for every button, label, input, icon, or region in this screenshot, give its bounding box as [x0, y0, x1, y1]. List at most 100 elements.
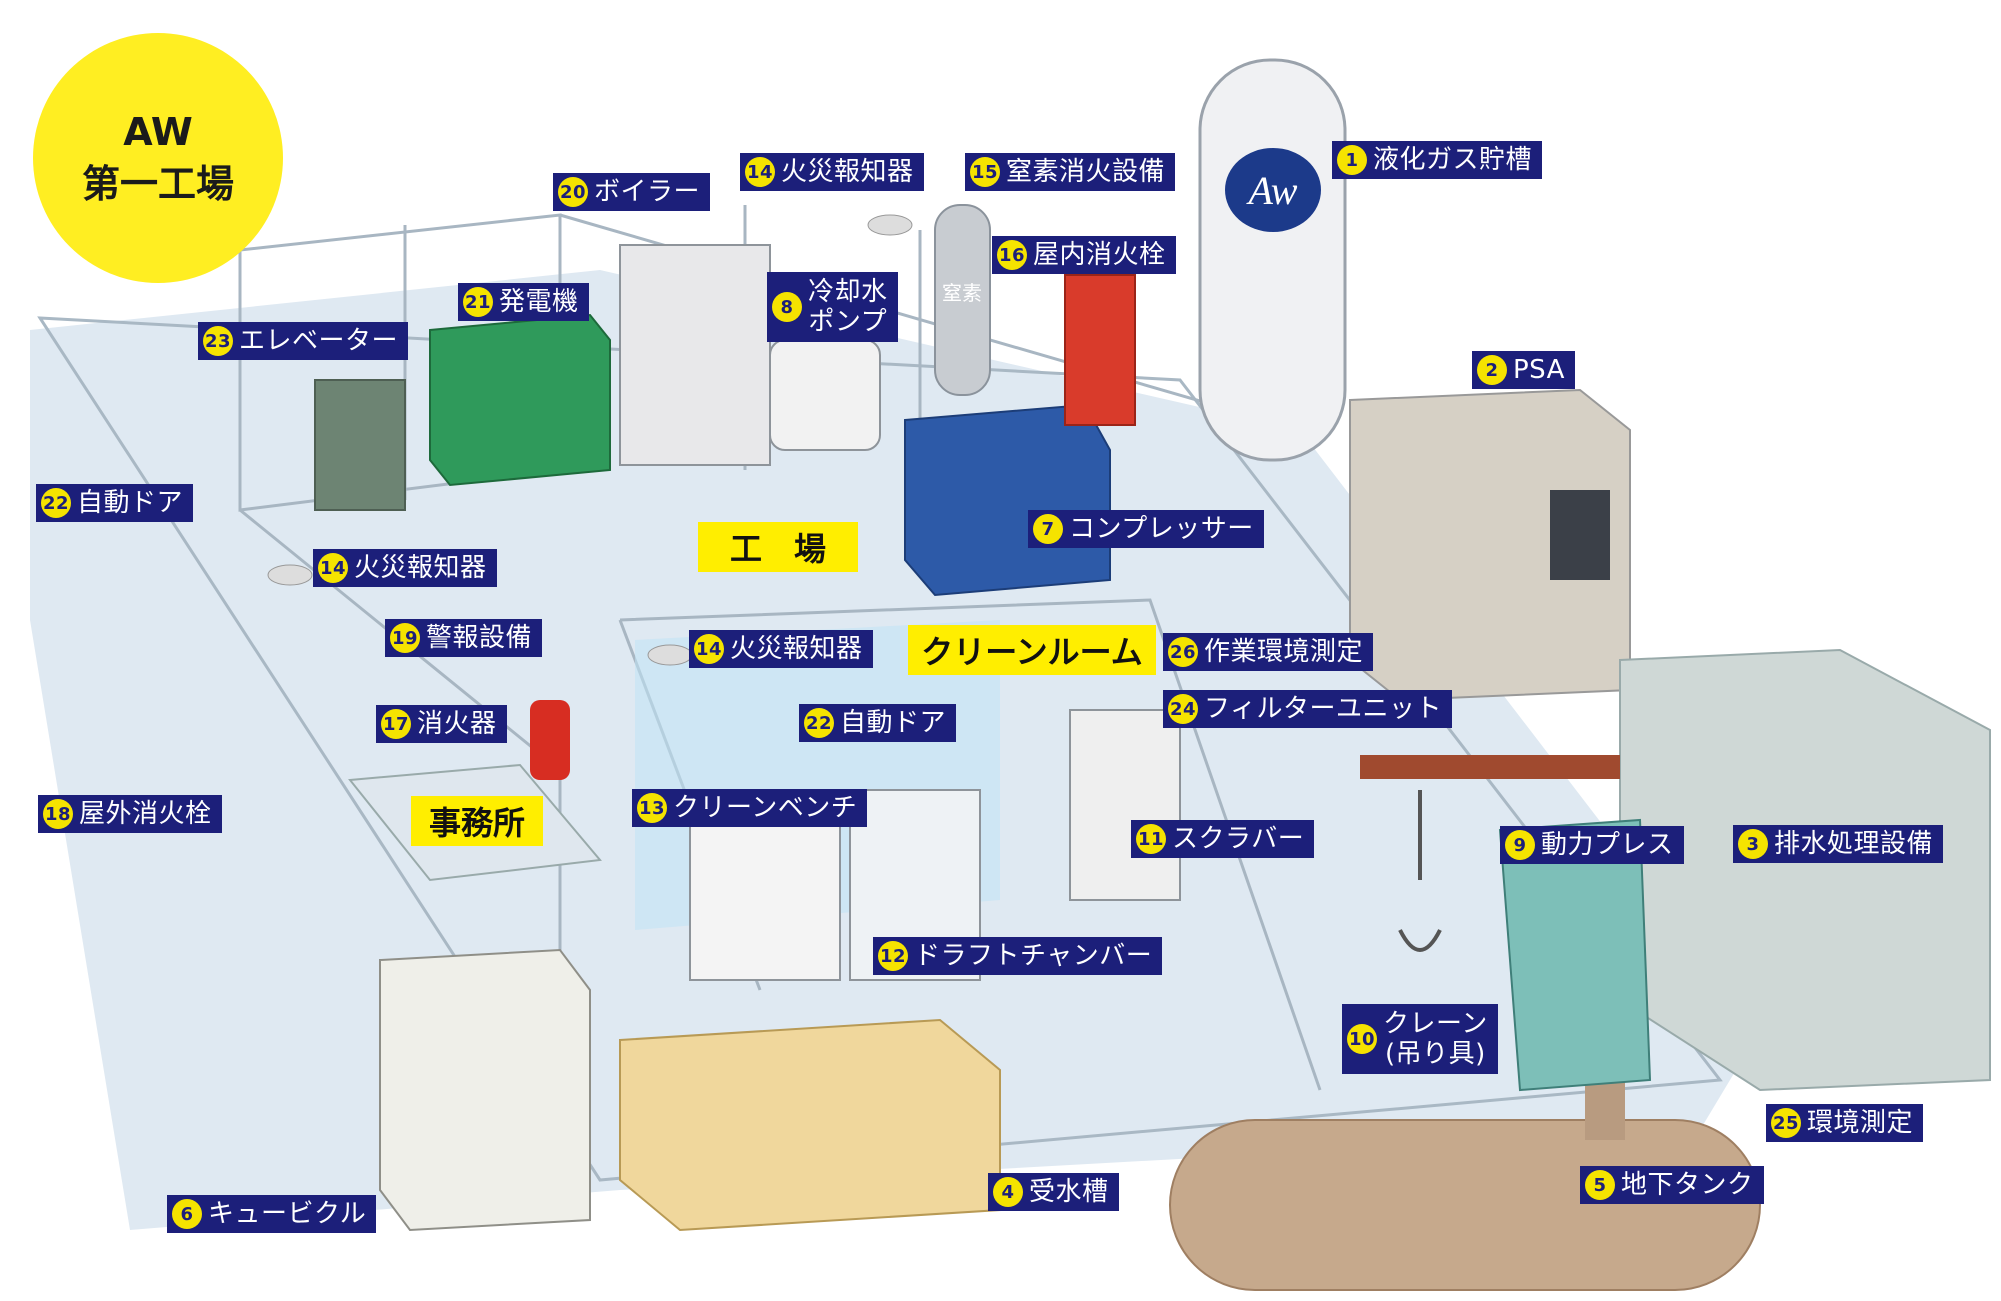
callout-text: 警報設備	[426, 623, 533, 653]
callout-number-badge: 15	[970, 157, 1000, 187]
callout-text: 動力プレス	[1541, 830, 1674, 860]
callout-number-badge: 20	[558, 177, 588, 207]
callout-text: 液化ガス貯槽	[1373, 145, 1533, 175]
callout-number-badge: 14	[745, 157, 775, 187]
area-clean-room: クリーンルーム	[908, 625, 1156, 675]
callout-number-badge: 16	[997, 240, 1027, 270]
badge-line2: 第一工場	[81, 162, 234, 206]
callout-text: エレベーター	[239, 326, 399, 356]
callout-text: 作業環境測定	[1204, 637, 1364, 667]
callout-text: 自動ドア	[77, 488, 184, 518]
callout-number-badge: 22	[41, 488, 71, 518]
callout-number-badge: 14	[694, 634, 724, 664]
area-office: 事務所	[411, 796, 543, 846]
scrubber-unit	[1069, 709, 1181, 901]
callout-number-badge: 11	[1136, 824, 1166, 854]
callout-number-badge: 24	[1168, 694, 1198, 724]
badge-line1: AW	[123, 110, 193, 154]
callout-number-badge: 10	[1347, 1024, 1377, 1054]
power-press	[1498, 818, 1652, 1092]
clean-bench	[689, 819, 841, 981]
callout-number-badge: 26	[1168, 637, 1198, 667]
nitrogen-cylinder	[934, 204, 991, 396]
callout-number-badge: 9	[1505, 830, 1535, 860]
liquid-gas-tank-body	[1198, 58, 1347, 462]
callout-text: PSA	[1513, 355, 1565, 385]
crane-hook	[1398, 790, 1442, 952]
area-factory: 工 場	[698, 522, 858, 572]
callout-text: スクラバー	[1172, 824, 1305, 854]
callout-number-badge: 18	[43, 799, 73, 829]
psa-panel	[1550, 490, 1610, 580]
callout-text: 環境測定	[1807, 1108, 1914, 1138]
callout-number-badge: 25	[1771, 1108, 1801, 1138]
callout-text: 窒素消火設備	[1006, 157, 1166, 187]
smoke-detector-2	[267, 564, 313, 586]
smoke-detector-1	[867, 214, 913, 236]
callout-number-badge: 7	[1033, 514, 1063, 544]
tank-logo: Aw	[1246, 168, 1298, 213]
water-receiving-tank	[619, 1018, 1001, 1232]
boiler-unit	[619, 244, 771, 466]
callout-number-badge: 23	[203, 326, 233, 356]
elevator-door	[314, 379, 406, 511]
callout-text: 冷却水 ポンプ	[808, 277, 888, 337]
callout-text: キュービクル	[208, 1199, 367, 1229]
callout-text: 排水処理設備	[1774, 829, 1934, 859]
callout-number-badge: 22	[804, 708, 834, 738]
callout-number-badge: 2	[1477, 355, 1507, 385]
callout-text: クレーン (吊り具)	[1383, 1009, 1488, 1069]
smoke-detector-3	[647, 644, 693, 666]
callout-number-badge: 3	[1738, 829, 1768, 859]
callout-text: クリーンベンチ	[673, 793, 858, 823]
wastewater-unit	[1619, 648, 1991, 1092]
generator-unit	[429, 313, 611, 487]
callout-number-badge: 13	[637, 793, 667, 823]
callout-text: 火災報知器	[354, 553, 487, 583]
callout-number-badge: 19	[390, 623, 420, 653]
tank-logo-bg	[1225, 148, 1321, 232]
callout-number-badge: 1	[1337, 145, 1367, 175]
callout-number-badge: 21	[463, 287, 493, 317]
callout-text: 屋内消火栓	[1033, 240, 1166, 270]
cubicle-unit	[379, 948, 591, 1232]
underground-tank	[1169, 1119, 1761, 1291]
callout-number-badge: 12	[878, 941, 908, 971]
indoor-hydrant	[1064, 274, 1136, 426]
callout-text: 屋外消火栓	[79, 799, 212, 829]
crane-beam	[1360, 755, 1620, 779]
callout-text: フィルターユニット	[1204, 694, 1442, 724]
callout-text: ドラフトチャンバー	[914, 941, 1153, 971]
compressor-unit	[904, 403, 1111, 597]
callout-text: 火災報知器	[781, 157, 914, 187]
callout-text: 受水槽	[1029, 1177, 1109, 1207]
